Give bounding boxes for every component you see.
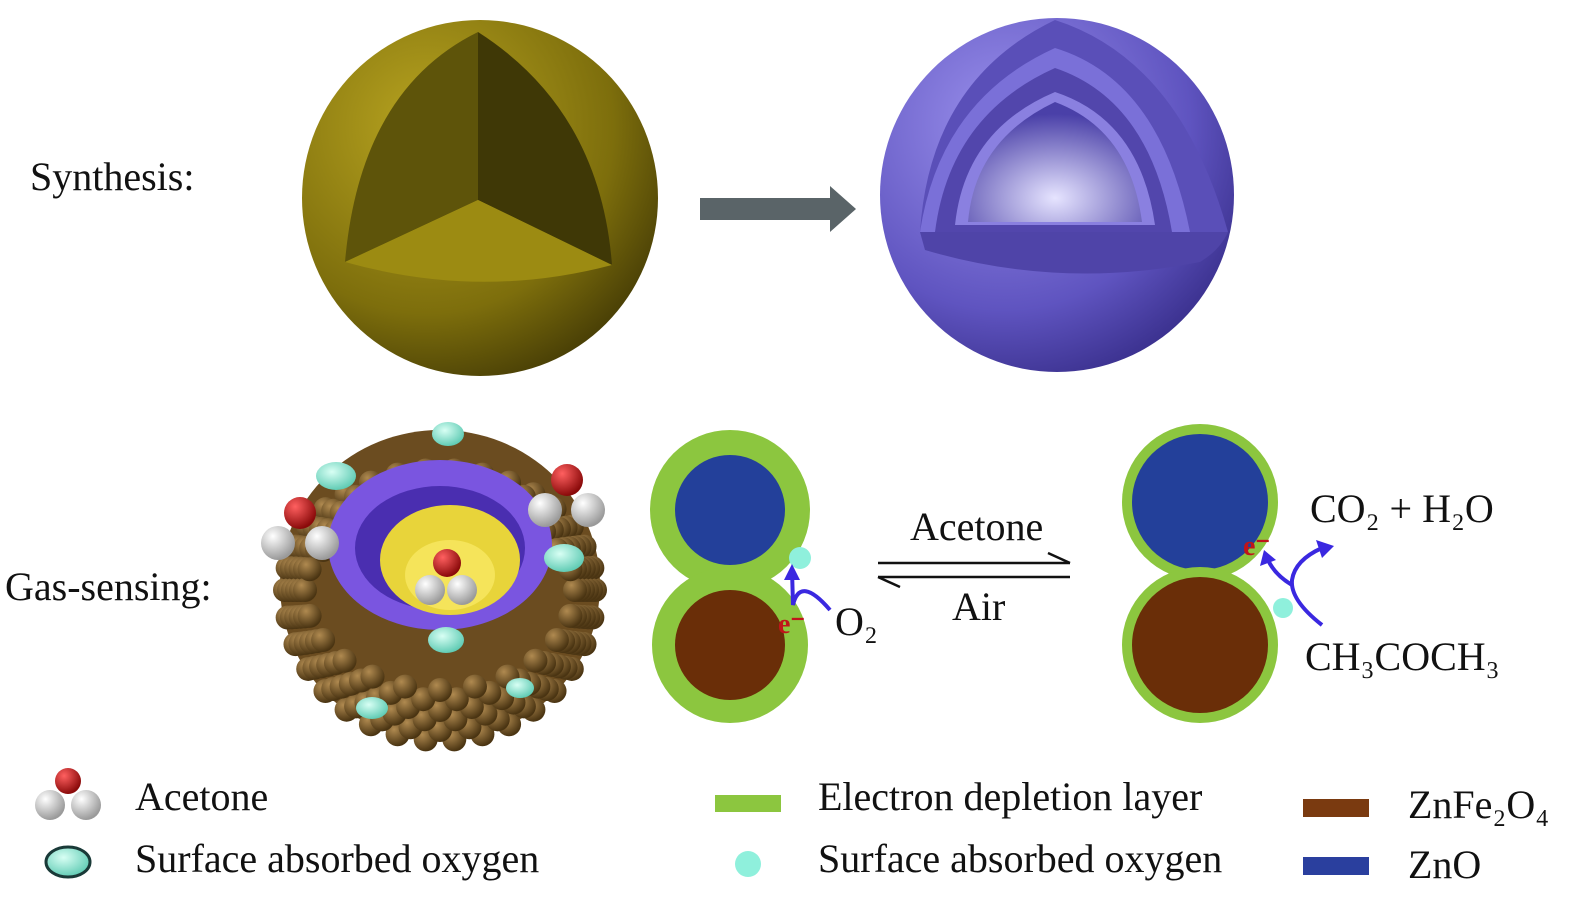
reaction-arrow xyxy=(1289,546,1324,627)
legend: Acetone Surface absorbed oxygen Electron… xyxy=(35,768,1549,887)
oxygen-dot xyxy=(789,547,811,569)
znfe2o4-grain xyxy=(1132,577,1268,713)
legend-depletion-layer: Electron depletion layer xyxy=(818,774,1202,819)
grain-pair-air: e⁻ O₂ xyxy=(650,430,878,723)
surface-oxygen xyxy=(432,422,464,446)
acetone-molecule-icon xyxy=(35,768,101,820)
acetone-molecule xyxy=(415,549,477,605)
legend-surface-oxygen-left: Surface absorbed oxygen xyxy=(135,836,539,881)
surface-oxygen xyxy=(316,462,356,490)
shell-atom xyxy=(393,674,418,699)
acetone-molecule xyxy=(261,497,339,560)
acetone-formula-label: CH₃COCH₃ xyxy=(1305,634,1500,679)
solid-sphere-precursor xyxy=(302,20,658,376)
shell-atom xyxy=(428,678,452,702)
znfe2o4-grain xyxy=(675,590,785,700)
oxygen-dot xyxy=(1273,598,1293,618)
surface-oxygen xyxy=(506,678,534,698)
oxygen-ellipsoid-icon xyxy=(44,845,92,879)
acetone-forward-label: Acetone xyxy=(910,504,1043,549)
shell-atom xyxy=(523,648,548,673)
electron-label: e⁻ xyxy=(778,609,805,640)
acetone-molecule xyxy=(528,464,605,527)
equilibrium-arrows xyxy=(877,551,1071,589)
legend-acetone: Acetone xyxy=(135,774,268,819)
znfe2o4-swatch xyxy=(1303,799,1369,817)
shell-atom xyxy=(332,648,357,673)
oxygen-dot-icon xyxy=(735,851,761,877)
shell-atom xyxy=(563,578,587,602)
o2-label: O₂ xyxy=(835,599,878,644)
grain-pair-acetone: e⁻ CO₂ + H₂O CH₃COCH₃ xyxy=(1122,424,1500,723)
air-reverse-label: Air xyxy=(952,584,1005,629)
zno-grain xyxy=(1132,434,1268,570)
shell-atom xyxy=(558,603,583,628)
shell-atom xyxy=(544,628,569,652)
legend-zno: ZnO xyxy=(1408,842,1481,887)
shell-atom xyxy=(360,664,385,689)
shell-atom xyxy=(297,603,322,628)
surface-oxygen xyxy=(428,627,464,653)
multishell-hollow-sphere xyxy=(880,18,1234,372)
shell-atom xyxy=(462,674,487,699)
products-label: CO₂ + H₂O xyxy=(1310,486,1494,531)
synthesis-label: Synthesis: xyxy=(30,154,194,199)
electron-transfer-arrow xyxy=(790,569,832,612)
shell-atom xyxy=(297,557,322,582)
depletion-layer-swatch xyxy=(715,795,781,812)
electron-label: e⁻ xyxy=(1243,531,1270,562)
synthesis-arrow xyxy=(700,186,856,232)
electron-release-arrow xyxy=(1266,559,1294,587)
shell-atom xyxy=(311,628,336,652)
shell-atom xyxy=(293,578,317,602)
surface-oxygen xyxy=(544,544,584,572)
zno-swatch xyxy=(1303,857,1369,875)
gas-sensing-label: Gas-sensing: xyxy=(5,564,212,609)
legend-znfe2o4: ZnFe₂O₄ xyxy=(1408,782,1549,827)
nanosphere-cross-section xyxy=(261,422,607,752)
legend-surface-oxygen-right: Surface absorbed oxygen xyxy=(818,836,1222,881)
surface-oxygen xyxy=(356,697,388,719)
zno-grain xyxy=(675,455,785,565)
